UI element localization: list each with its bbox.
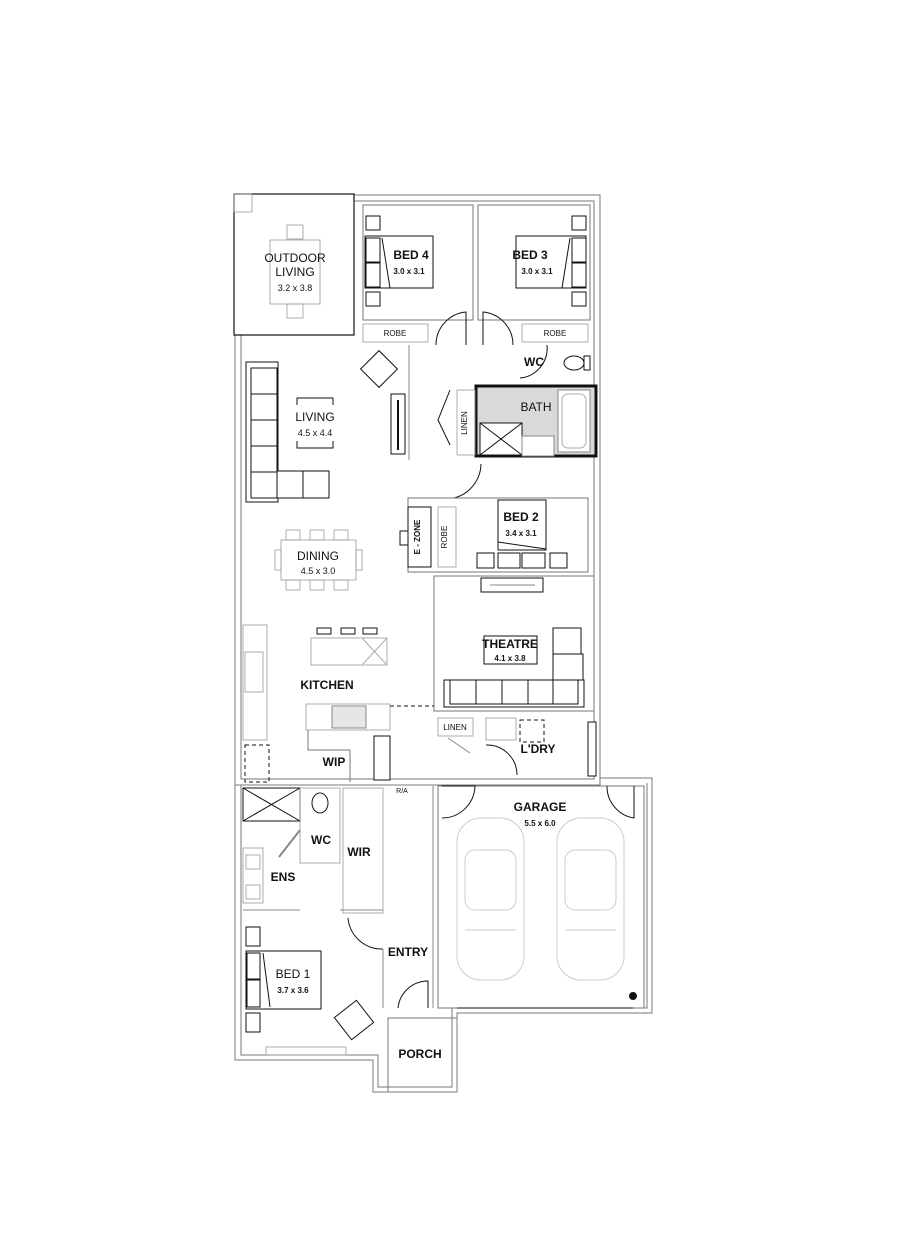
room-label-dining: DINING	[297, 549, 339, 563]
car-left-icon	[456, 817, 525, 981]
hws-icon	[629, 992, 637, 1000]
room-label-garage: GARAGE	[514, 800, 567, 814]
room-label-kitchen: KITCHEN	[300, 678, 353, 692]
room-label-wc-ensuite: WC	[311, 833, 331, 847]
room-size-bed-1: 3.7 x 3.6	[277, 986, 309, 995]
room-label-bed-3: BED 3	[512, 248, 548, 262]
car-right-icon	[556, 817, 625, 981]
room-label-bed-1: BED 1	[276, 967, 311, 981]
bed-2-room: BED 2 3.4 x 3.1 E - ZONE ROBE	[399, 463, 589, 593]
ensuite-area: WC WIR ENS	[242, 787, 384, 914]
room-label-linen-top: LINEN	[460, 411, 469, 435]
room-label-robe-bed2: ROBE	[440, 526, 449, 549]
room-label-e-zone: E - ZONE	[413, 519, 422, 554]
room-label-ensuite: ENS	[271, 870, 296, 884]
room-label-outdoor-living-2: LIVING	[275, 265, 314, 279]
porch-area: PORCH	[387, 1007, 633, 1093]
room-label-wip: WIP	[323, 755, 346, 769]
room-label-bath: BATH	[520, 400, 551, 414]
room-label-bed-2: BED 2	[503, 510, 539, 524]
laundry-room: LINEN L'DRY	[437, 717, 597, 777]
room-label-theatre: THEATRE	[482, 637, 538, 651]
room-label-entry: ENTRY	[388, 945, 428, 959]
bed-4-room: BED 4 3.0 x 3.1 ROBE	[362, 204, 474, 346]
room-size-bed-4: 3.0 x 3.1	[393, 267, 425, 276]
garage-room: GARAGE 5.5 x 6.0 R/A	[396, 785, 645, 1009]
bath-room: BATH LINEN	[437, 384, 598, 458]
kitchen-room: KITCHEN WIP	[242, 624, 434, 783]
room-size-bed-3: 3.0 x 3.1	[521, 267, 553, 276]
room-label-linen-laundry: LINEN	[443, 723, 467, 732]
room-label-robe-bed4: ROBE	[384, 329, 407, 338]
outdoor-living-room: OUTDOOR LIVING 3.2 x 3.8	[233, 193, 355, 336]
room-label-outdoor-living: OUTDOOR	[264, 251, 326, 265]
entry-area: ENTRY	[347, 786, 434, 1009]
wc-top-room: WC	[519, 344, 591, 379]
room-size-theatre: 4.1 x 3.8	[494, 654, 526, 663]
room-label-porch: PORCH	[398, 1047, 441, 1061]
theatre-room: THEATRE 4.1 x 3.8	[433, 575, 595, 712]
bed-1-room: BED 1 3.7 x 3.6	[245, 926, 375, 1056]
room-size-garage: 5.5 x 6.0	[524, 819, 556, 828]
room-label-wc-top: WC	[524, 355, 544, 369]
room-size-bed-2: 3.4 x 3.1	[505, 529, 537, 538]
room-size-living: 4.5 x 4.4	[298, 428, 333, 438]
room-label-bed-4: BED 4	[393, 248, 429, 262]
room-label-robe-bed3: ROBE	[544, 329, 567, 338]
living-room: LIVING 4.5 x 4.4	[245, 345, 410, 503]
room-size-outdoor-living: 3.2 x 3.8	[278, 283, 313, 293]
room-label-wir: WIR	[347, 845, 371, 859]
room-label-living: LIVING	[295, 410, 334, 424]
bed-3-room: BED 3 3.0 x 3.1 ROBE	[477, 204, 591, 346]
room-label-laundry: L'DRY	[520, 742, 555, 756]
room-size-dining: 4.5 x 3.0	[301, 566, 336, 576]
ra-annotation: R/A	[396, 788, 408, 795]
dining-room: DINING 4.5 x 3.0	[274, 529, 363, 591]
